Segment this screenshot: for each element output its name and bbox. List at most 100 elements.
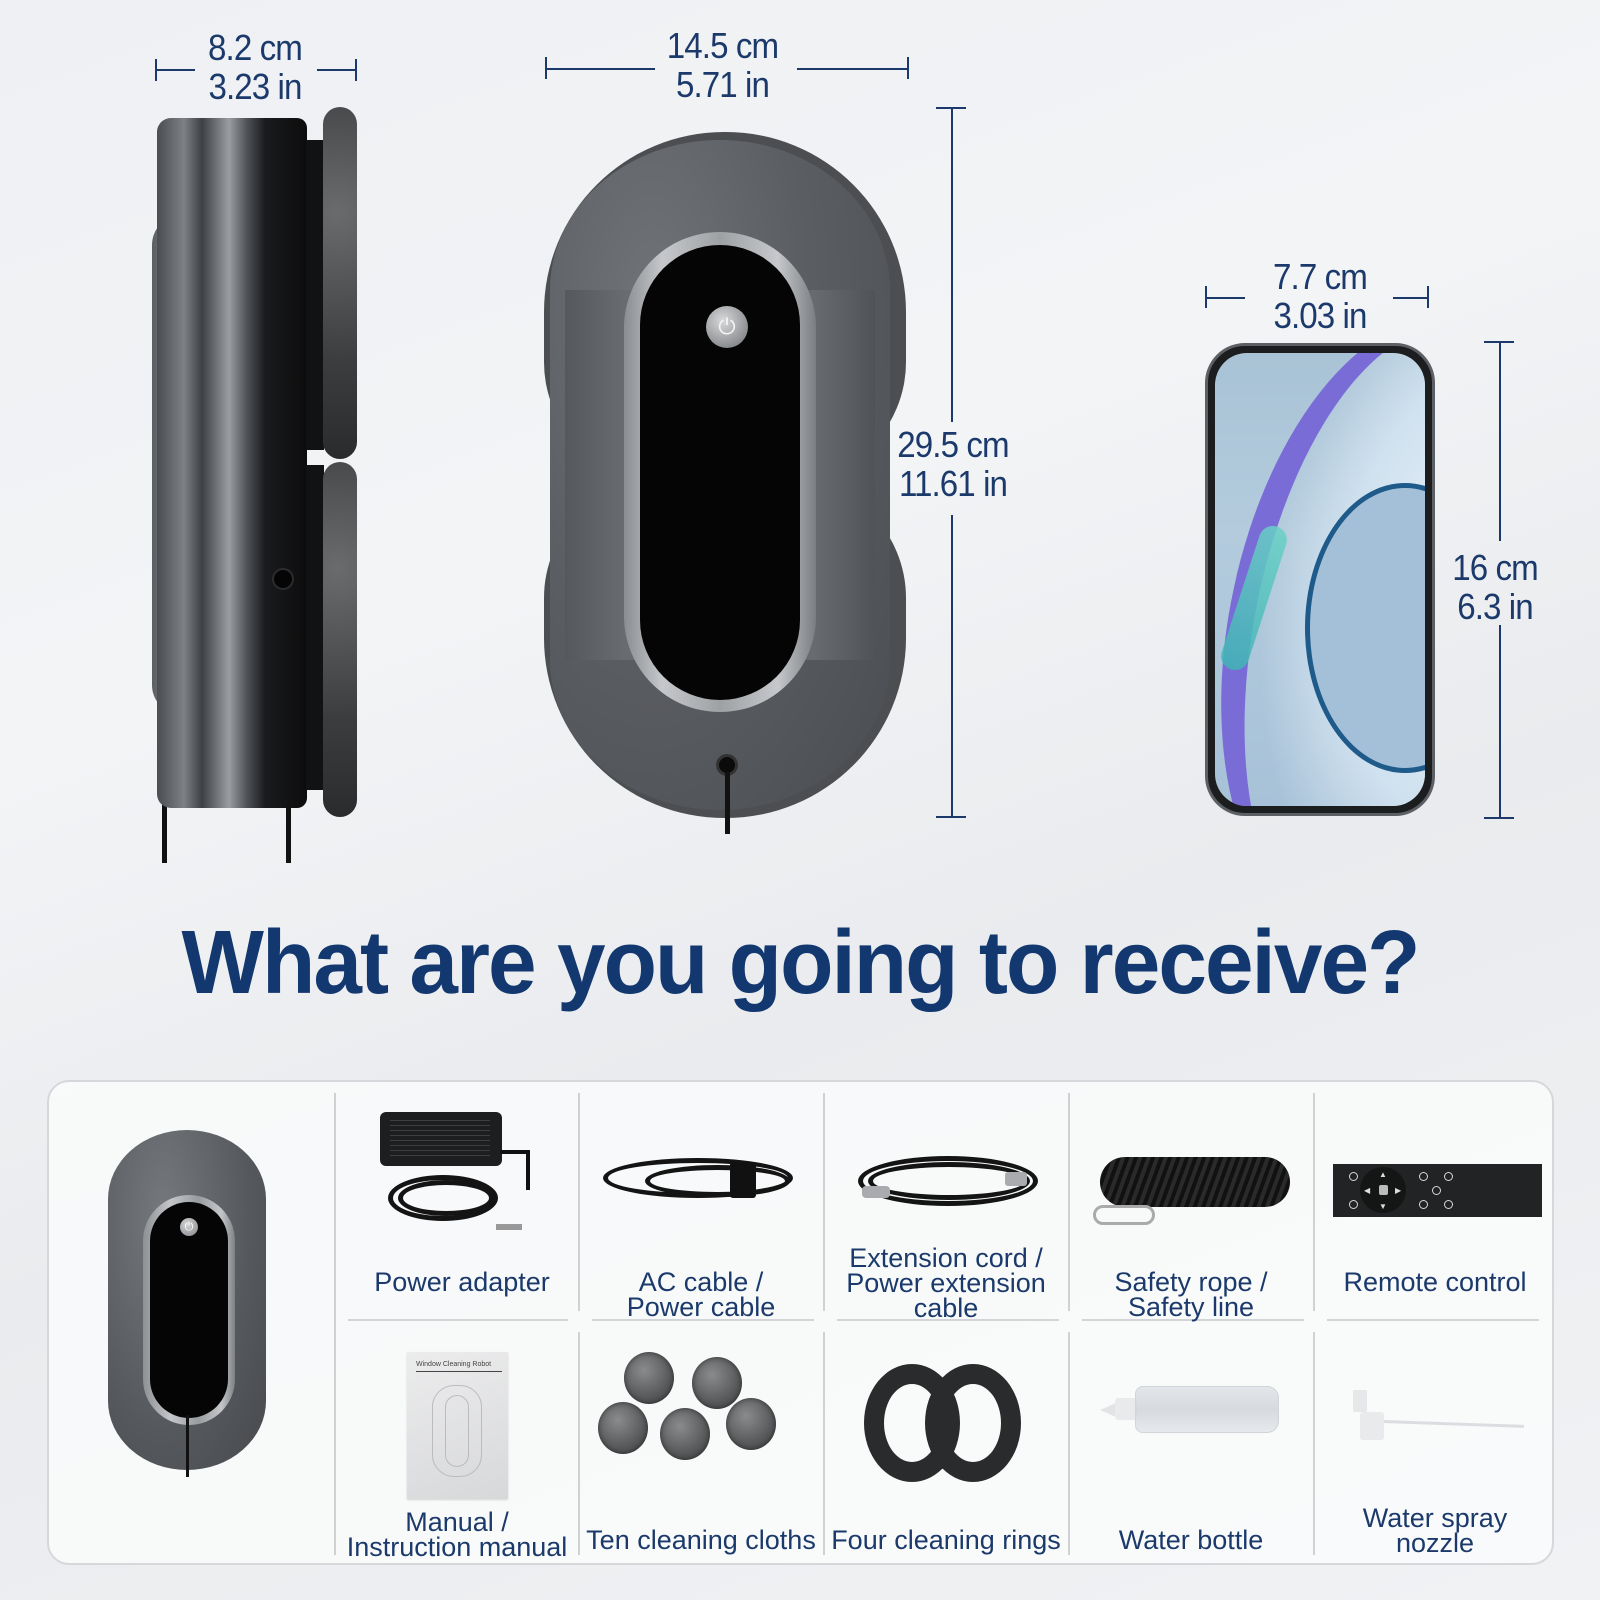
column-divider [823, 1093, 825, 1311]
dimension-tick [355, 59, 357, 81]
remote-button-icon [1349, 1172, 1358, 1181]
front-width-in: 5.71 in [675, 64, 770, 105]
power-icon: ⏻ [706, 306, 748, 348]
item-label-spray-nozzle: Water spray nozzle [1362, 1503, 1508, 1558]
row-divider [592, 1319, 814, 1321]
manual-robot-outline [445, 1395, 469, 1467]
power-icon: ⏻ [180, 1218, 198, 1236]
item-label-power-adapter: Power adapter [374, 1267, 550, 1297]
dimension-line [797, 68, 907, 70]
cleaning-cloth [598, 1402, 648, 1454]
remote-button-icon [1419, 1200, 1428, 1209]
dimension-line [951, 515, 953, 817]
arrow-up-icon: ▲ [1379, 1170, 1387, 1179]
phone-height-label: 16 cm 6.3 in [1435, 548, 1555, 626]
front-width-label: 14.5 cm 5.71 in [647, 26, 799, 104]
phone-width-label: 7.7 cm 3.03 in [1251, 257, 1389, 335]
robot-thumbnail-panel [150, 1202, 228, 1418]
arrow-right-icon: ▶ [1395, 1186, 1402, 1195]
remote-button-icon [1444, 1200, 1453, 1209]
adapter-label [390, 1120, 490, 1156]
item-label-extension-cord: Extension cord / Power extension cable [846, 1243, 1046, 1323]
cleaning-cloth [726, 1398, 776, 1450]
item-label-water-bottle: Water bottle [1118, 1525, 1264, 1555]
phone-height-in: 6.3 in [1457, 586, 1533, 627]
column-divider [1313, 1332, 1315, 1555]
dimension-line [1205, 297, 1245, 299]
dimension-tick [1484, 817, 1514, 819]
front-height-in: 11.61 in [898, 463, 1008, 504]
dimension-line [1499, 625, 1501, 818]
column-divider [1068, 1332, 1070, 1555]
extension-connector [862, 1186, 890, 1198]
bottle-body [1135, 1386, 1279, 1433]
remote-button-icon [1444, 1172, 1453, 1181]
side-width-label: 8.2 cm 3.23 in [186, 28, 324, 106]
adapter-cable [526, 1150, 530, 1190]
power-cord [162, 760, 167, 863]
side-width-cm: 8.2 cm [208, 27, 303, 68]
adapter-plug [496, 1224, 522, 1230]
column-divider [334, 1093, 336, 1555]
nozzle-cap [1360, 1412, 1384, 1440]
arrow-down-icon: ▼ [1379, 1202, 1387, 1211]
row-divider [348, 1319, 568, 1321]
item-label-safety-rope: Safety rope / Safety line [1114, 1267, 1268, 1322]
nozzle-head [1353, 1390, 1367, 1412]
adapter-cable-coil [388, 1175, 498, 1221]
bottle-neck [1115, 1398, 1137, 1420]
front-width-cm: 14.5 cm [666, 25, 779, 66]
dimension-line [1393, 297, 1429, 299]
robot-side-rim [306, 140, 324, 450]
manual-cover [407, 1352, 508, 1499]
robot-side-body [157, 118, 307, 808]
cleaning-pad [323, 462, 357, 817]
remote-button-icon [1432, 1186, 1441, 1195]
phone-height-cm: 16 cm [1452, 547, 1539, 588]
extension-cord-coil [858, 1156, 1038, 1206]
remote-button-icon [1349, 1200, 1358, 1209]
column-divider [578, 1093, 580, 1311]
dimension-line [317, 69, 357, 71]
power-cord [186, 1415, 189, 1477]
bottle-tip [1100, 1402, 1118, 1418]
column-divider [1068, 1093, 1070, 1311]
power-cord [286, 805, 291, 863]
item-label-cleaning-rings: Four cleaning rings [831, 1525, 1061, 1555]
row-divider [1082, 1319, 1304, 1321]
robot-side-rim [306, 465, 324, 790]
row-divider [1327, 1319, 1539, 1321]
adapter-cable [500, 1150, 530, 1154]
column-divider [823, 1332, 825, 1555]
ac-cable-coil [645, 1165, 790, 1197]
front-height-cm: 29.5 cm [897, 424, 1009, 465]
row-divider [837, 1319, 1059, 1321]
dimension-tick [936, 816, 966, 818]
cleaning-pad [323, 107, 357, 459]
phone-screen [1215, 353, 1425, 806]
phone-width-in: 3.03 in [1273, 295, 1367, 336]
column-divider [1313, 1093, 1315, 1311]
manual-cover-rule [416, 1371, 502, 1372]
adapter-cable-coil [398, 1180, 494, 1216]
side-button-icon [272, 568, 294, 590]
remote-button-icon [1419, 1172, 1428, 1181]
column-divider [578, 1332, 580, 1555]
contents-card [47, 1080, 1554, 1565]
manual-robot-outline [432, 1385, 482, 1477]
ac-plug [730, 1162, 756, 1198]
rope-bundle [1100, 1157, 1290, 1207]
arrow-left-icon: ◀ [1364, 1186, 1371, 1195]
item-label-remote-control: Remote control [1343, 1267, 1527, 1297]
cleaning-cloth [660, 1408, 710, 1460]
item-label-cleaning-cloths: Ten cleaning cloths [586, 1525, 816, 1555]
power-cord [725, 772, 730, 834]
item-label-ac-cable: AC cable / Power cable [626, 1267, 776, 1322]
front-height-label: 29.5 cm 11.61 in [884, 425, 1022, 503]
dimension-line [951, 107, 953, 422]
cleaning-cloth [692, 1357, 742, 1409]
dimension-tick [1427, 286, 1429, 308]
item-label-manual: Manual / Instruction manual [346, 1507, 568, 1562]
dimension-line [545, 68, 655, 70]
dimension-line [1499, 341, 1501, 541]
